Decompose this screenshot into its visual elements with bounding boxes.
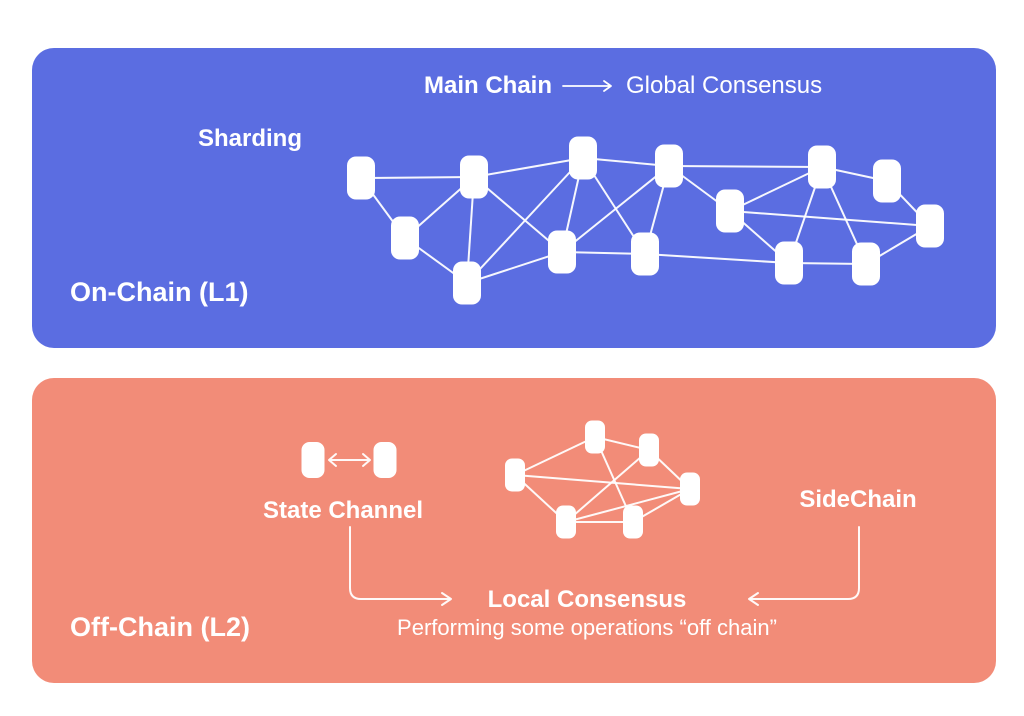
network-edge <box>473 176 563 253</box>
network-node <box>373 442 397 478</box>
network-node <box>301 442 325 478</box>
network-node <box>585 420 605 454</box>
network-edge <box>565 488 691 523</box>
network-edge <box>668 165 823 168</box>
sharding-label: Sharding <box>198 125 303 152</box>
network-edge <box>514 474 691 490</box>
network-node <box>852 242 880 286</box>
network-edge <box>582 157 670 167</box>
on-chain-title: On-Chain (L1) <box>70 277 249 307</box>
network-edge <box>466 251 563 284</box>
double-arrow-icon <box>328 453 371 467</box>
state-channel-label: State Channel <box>262 497 424 524</box>
local-consensus-label: Local Consensus <box>487 586 687 613</box>
sidechain-arrowhead-icon <box>748 592 759 606</box>
network-edge <box>360 176 475 179</box>
sidechain-network <box>505 420 700 539</box>
network-edge <box>565 449 650 523</box>
on-chain-network-graphic <box>347 136 944 305</box>
network-node <box>453 261 481 305</box>
network-edge <box>514 436 596 476</box>
network-node <box>808 145 836 189</box>
network-node <box>556 505 576 539</box>
network-edge <box>644 253 790 264</box>
network-node <box>680 472 700 506</box>
network-node <box>347 156 375 200</box>
sidechain-label: SideChain <box>799 486 917 513</box>
state-channel-nodes <box>301 442 397 478</box>
local-consensus-subtitle: Performing some operations “off chain” <box>397 615 777 640</box>
network-node <box>873 159 901 203</box>
network-node <box>631 232 659 276</box>
main-chain-label: Main Chain <box>424 72 553 99</box>
network-node <box>505 458 525 492</box>
network-node <box>639 433 659 467</box>
network-node <box>916 204 944 248</box>
on-chain-panel: Main Chain Global Consensus Sharding On-… <box>32 48 996 348</box>
off-chain-graphic <box>301 420 860 606</box>
sidechain-connector <box>750 526 860 600</box>
main-chain-header: Main Chain Global Consensus <box>424 72 822 100</box>
state-channel-connector <box>349 526 450 600</box>
off-chain-panel: State Channel SideChain Local Consensus … <box>32 378 996 683</box>
network-node <box>569 136 597 180</box>
network-node <box>548 230 576 274</box>
network-edge <box>729 210 931 227</box>
network-edge <box>729 166 823 212</box>
network-edge <box>561 165 670 253</box>
main-chain-network <box>347 136 944 305</box>
network-node <box>391 216 419 260</box>
off-chain-title: Off-Chain (L2) <box>70 612 250 642</box>
network-edge <box>466 157 584 284</box>
long-right-arrow-icon <box>562 80 612 92</box>
network-node <box>775 241 803 285</box>
network-node <box>623 505 643 539</box>
state-channel-arrowhead-icon <box>441 592 452 606</box>
network-node <box>655 144 683 188</box>
network-node <box>716 189 744 233</box>
network-node <box>460 155 488 199</box>
global-consensus-label: Global Consensus <box>626 72 823 99</box>
network-edge <box>473 157 584 178</box>
